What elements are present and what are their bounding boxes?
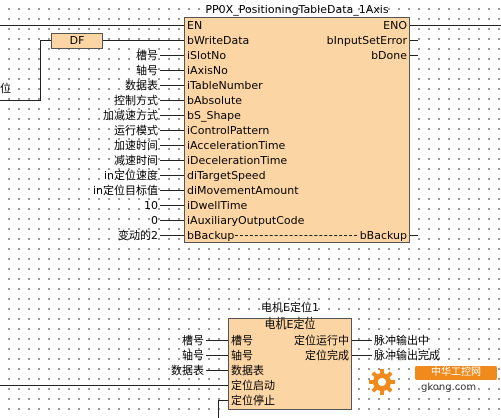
fb2-in-slot: 槽号 [231,334,253,347]
fb1-in-bbackup: bBackup [187,229,235,242]
fb1-in-stub [160,100,184,101]
fb2-out-done: 定位完成 [305,349,349,362]
fb2-wire-out-running: 脉冲输出中 [374,334,429,347]
fb1-bbackup-passthrough [235,235,357,236]
fb2-in-stop: 定位停止 [231,394,275,407]
left-wire-bottom [0,100,41,101]
fb2-out-stub [352,340,372,341]
fb1-in-en: EN [187,19,203,32]
fb1-in-iaxisno: iAxisNo [187,64,228,77]
fb2-in-axis: 轴号 [231,349,253,362]
fb2-out-stub [352,355,372,356]
left-wire-vertical [40,40,41,101]
fb1-out-bdone: bDone [371,49,407,62]
fb2-wire-axis: 轴号 [182,349,204,362]
fb1-wire-backup: 变动的2 [118,229,158,242]
fb1-in-iaccelerationtime: iAccelerationTime [187,139,286,152]
fb2-out-running: 定位运行中 [294,334,349,347]
fb2-in-start: 定位启动 [231,379,275,392]
fb1-in-bwritedata: bWriteData [187,34,250,47]
left-contact-label: 位 [0,82,11,95]
fb1-in-stub [160,220,184,221]
fb1-out-eno: ENO [383,19,407,32]
watermark-badge: 中华工控网 [415,366,497,380]
fb1-wire-axis: 轴号 [136,64,158,77]
fb1-in-stub [160,130,184,131]
fb2-block[interactable] [228,318,352,410]
fb1-block[interactable] [184,17,410,243]
fb1-wire-table: 数据表 [125,79,158,92]
fb1-in-stub [160,175,184,176]
df-in-wire [40,40,52,41]
fb1-in-babsolute: bAbsolute [187,94,243,107]
fb2-in-stub [206,355,228,356]
fb1-wire-dectime: 减速时间 [114,154,158,167]
fb1-out-stub-bbackup [410,235,418,236]
fb1-in-stub [160,160,184,161]
watermark-url: gkong.com [421,382,477,393]
fb2-start-wire [0,385,228,386]
fb1-in-stub [160,190,184,191]
fb2-stop-wire-vertical [218,400,219,418]
fb1-in-ditargetspeed: diTargetSpeed [187,169,266,182]
fb1-wire-accdec: 加减速方式 [103,109,158,122]
fb1-in-idwelltime: iDwellTime [187,199,248,212]
fb2-in-stub [206,340,228,341]
fb1-wire-mode: 运行模式 [114,124,158,137]
fb1-in-stub [160,85,184,86]
fb1-out-binputseterror: bInputSetError [326,34,407,47]
fb1-in-dimovementamount: diMovementAmount [187,184,299,197]
fb1-en-rail [0,25,184,26]
fb1-wire-speed: in定位速度 [103,169,158,182]
fb2-wire-table: 数据表 [171,364,204,377]
gear-icon [369,369,395,395]
fb1-eno-rail [410,25,501,26]
df-out-wire [103,40,184,41]
fb1-wire-aux: 0 [151,214,158,227]
fb1-wire-target: in定位目标值 [92,184,158,197]
fb1-in-icontrolpattern: iControlPattern [187,124,270,137]
fb2-instance-name: 电机E定位1 [261,301,319,314]
fb2-in-stub [206,370,228,371]
fb1-in-stub [160,205,184,206]
fb1-wire-acctime: 加速时间 [114,139,158,152]
fb2-type-name-label: 电机E定位 [264,318,316,331]
fb2-in-table: 数据表 [231,364,264,377]
fb1-in-stub [160,115,184,116]
fb2-wire-out-done: 脉冲输出完成 [374,349,440,362]
fb1-in-stub [160,235,184,236]
fb1-wire-control: 控制方式 [114,94,158,107]
fb1-out-bbackup: bBackup [359,229,407,242]
fb1-in-idecelerationtime: iDecelerationTime [187,154,288,167]
df-block[interactable]: DF [51,33,103,49]
fb1-in-stub [160,145,184,146]
fb1-wire-slot: 槽号 [136,49,158,62]
fb1-in-iauxiliaryoutputcode: iAuxiliaryOutputCode [187,214,305,227]
fb1-in-itablenumber: iTableNumber [187,79,263,92]
fb1-in-stub [160,70,184,71]
fb1-in-bs-shape: bS_Shape [187,109,241,122]
fb2-wire-slot: 槽号 [182,334,204,347]
fb1-wire-dwell: 10 [144,199,158,212]
fb1-in-stub [160,55,184,56]
fb1-out-stub-binputseterror [410,40,418,41]
fb1-in-islotno: iSlotNo [187,49,227,62]
fb1-out-stub-bdone [410,55,418,56]
fb1-title: PP0X_PositioningTableData_1Axis [205,3,389,16]
fb2-stop-wire [218,400,228,401]
